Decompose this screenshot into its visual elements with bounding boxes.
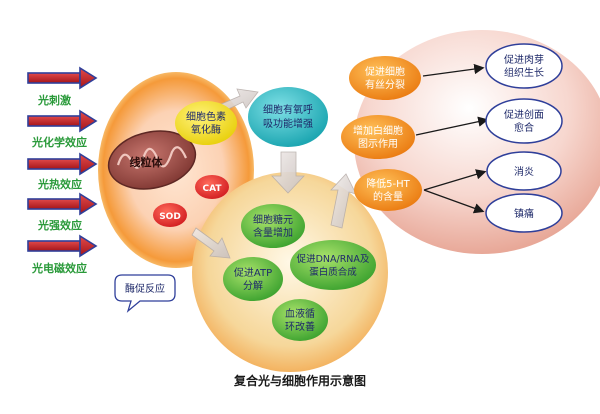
arrow-red-head	[79, 234, 98, 258]
arrow-red-shaft	[27, 158, 81, 170]
cytochrome-bubble-shape	[175, 101, 237, 145]
atp-line-1: 促进ATP	[234, 266, 272, 279]
wound-line-2: 愈合	[514, 121, 534, 134]
outcome-analgesia: 镇痛	[485, 193, 563, 233]
effect-label: 光化学效应	[31, 135, 87, 149]
granulation-line-2: 组织生长	[504, 66, 544, 79]
outcome-oval	[485, 98, 563, 144]
outcome-oval	[485, 43, 563, 89]
serotonin-bubble: 降低5-HT 的含量	[354, 169, 422, 211]
division-line-2: 有丝分裂	[365, 78, 405, 91]
enzyme-callout-shape	[114, 274, 176, 313]
serotonin-line-2: 的含量	[373, 190, 403, 203]
outcome-granulation: 促进肉芽 组织生长	[485, 43, 563, 89]
dna-bubble: 促进DNA/RNA及 蛋白质合成	[290, 240, 376, 290]
effect-label: 光热效应	[37, 177, 82, 191]
dna-line-1: 促进DNA/RNA及	[297, 253, 370, 265]
connector-arrow	[423, 169, 487, 191]
sod-bubble: SOD	[153, 203, 187, 227]
dna-line-2: 蛋白质合成	[309, 266, 357, 278]
serotonin-line-1: 降低5-HT	[366, 177, 410, 190]
cat-label: CAT	[202, 184, 222, 194]
outcome-connectors	[415, 63, 489, 214]
respiration-line-2: 吸功能增强	[263, 117, 313, 130]
cat-bubble: CAT	[195, 175, 229, 199]
sod-label: SOD	[159, 212, 181, 222]
division-bubble-shape	[349, 56, 421, 100]
arrow-red-shaft	[27, 198, 81, 210]
arrow-red-head	[79, 152, 98, 176]
atp-line-2: 分解	[243, 279, 263, 292]
sugar-bubble-shape	[241, 204, 305, 248]
mitochondria: 线粒体	[107, 130, 197, 190]
atp-bubble: 促进ATP 分解	[223, 257, 283, 301]
transfer-arrows	[191, 88, 357, 259]
serotonin-bubble-shape	[354, 169, 422, 211]
outcome-inflammation: 消炎	[486, 151, 562, 191]
effect-label: 光电磁效应	[31, 261, 87, 275]
dna-bubble-shape	[290, 240, 376, 290]
atp-bubble-shape	[223, 257, 283, 301]
respiration-bubble: 细胞有氧呼 吸功能增强	[248, 87, 328, 147]
connector-arrow	[423, 189, 485, 214]
sugar-line-1: 细胞糖元	[253, 213, 293, 226]
enzyme-callout-label: 酶促反应	[125, 282, 165, 295]
inflammation-label: 消炎	[514, 165, 534, 178]
cytochrome-line-2: 氧化酶	[191, 123, 221, 136]
arrow-sod-to-mid	[191, 227, 231, 259]
immune-bubble: 增加白细胞 图示作用	[341, 115, 415, 159]
input-arrow	[27, 234, 98, 258]
diagram-title: 复合光与细胞作用示意图	[233, 373, 366, 388]
blood-line-2: 环改善	[285, 320, 315, 333]
mitochondria-label: 线粒体	[130, 155, 164, 169]
granulation-line-1: 促进肉芽	[504, 53, 544, 66]
arrow-red-shaft	[27, 240, 81, 252]
cytochrome-bubble: 细胞色素 氧化酶	[175, 101, 237, 145]
immune-line-2: 图示作用	[358, 138, 398, 150]
division-line-1: 促进细胞	[365, 65, 405, 78]
wound-line-1: 促进创面	[504, 108, 544, 121]
arrow-respiration-to-mid	[271, 151, 305, 194]
arrow-red-head	[79, 192, 98, 216]
immune-bubble-shape	[341, 115, 415, 159]
outcome-oval	[485, 193, 563, 233]
input-arrow	[27, 66, 98, 90]
immune-line-1: 增加白细胞	[353, 124, 403, 137]
enzyme-callout: 酶促反应	[114, 274, 176, 313]
sod-bubble-shape	[153, 203, 187, 227]
division-bubble: 促进细胞 有丝分裂	[349, 56, 421, 100]
arrow-red-head	[79, 109, 98, 133]
input-arrows	[27, 66, 98, 258]
blood-bubble: 血液循 环改善	[272, 299, 328, 341]
arrow-mid-to-right	[330, 173, 357, 229]
cat-bubble-shape	[195, 175, 229, 199]
respiration-line-1: 细胞有氧呼	[263, 103, 313, 116]
arrow-red-shaft	[27, 72, 81, 84]
arrow-red-head	[79, 66, 98, 90]
effect-label: 光强效应	[37, 218, 82, 232]
arrow-red-shaft	[27, 115, 81, 127]
connector-arrow	[422, 63, 485, 77]
blood-line-1: 血液循	[285, 307, 315, 320]
blood-bubble-shape	[272, 299, 328, 341]
effect-label: 光刺激	[37, 93, 71, 107]
cytochrome-line-1: 细胞色素	[186, 110, 226, 123]
outcome-oval	[486, 151, 562, 191]
input-arrow	[27, 152, 98, 176]
input-arrow	[27, 192, 98, 216]
connector-arrow	[415, 116, 489, 136]
mitochondria-cristae	[116, 146, 188, 169]
effect-labels: 光刺激 光化学效应 光热效应 光强效应 光电磁效应	[31, 93, 87, 275]
respiration-bubble-shape	[248, 87, 328, 147]
outcome-wound: 促进创面 愈合	[485, 98, 563, 144]
analgesia-label: 镇痛	[514, 207, 534, 220]
sugar-bubble: 细胞糖元 含量增加	[241, 204, 305, 248]
mitochondria-body	[107, 130, 197, 190]
sugar-line-2: 含量增加	[253, 226, 293, 239]
input-arrow	[27, 109, 98, 133]
